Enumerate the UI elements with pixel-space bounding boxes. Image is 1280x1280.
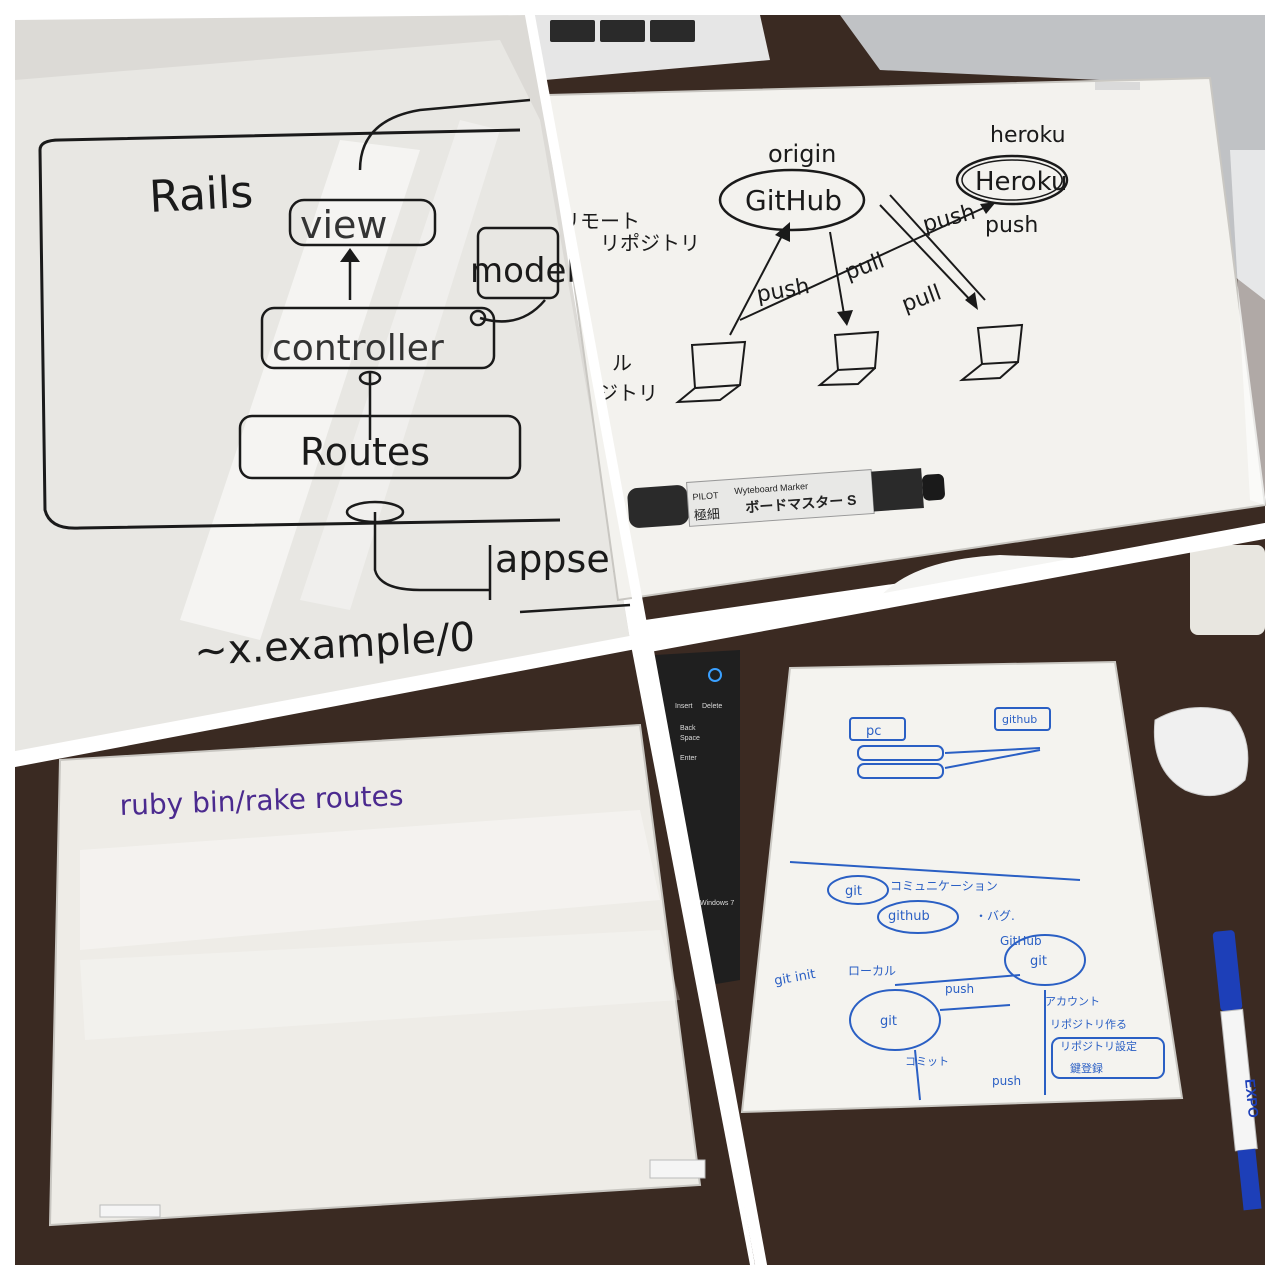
list-item-create-repo: リポジトリ作る — [1050, 1018, 1127, 1031]
view-box — [288, 198, 437, 247]
commit-label: コミット — [905, 1055, 949, 1068]
bug-label: ・バグ. — [975, 909, 1015, 923]
key-enter: Enter — [680, 755, 697, 762]
rails-title: Rails — [148, 167, 254, 223]
heroku-ellipse — [955, 154, 1069, 206]
expo-marker: EXPO — [1212, 930, 1262, 1211]
expo-label: EXPO — [1242, 1078, 1262, 1118]
local-label-2: ジトリ — [598, 381, 658, 405]
laptop-sketch-icon — [675, 340, 747, 404]
git-comm-label: git — [845, 884, 862, 899]
origin-label: origin — [768, 140, 836, 168]
key-delete: Delete — [702, 703, 722, 710]
view-label: view — [300, 203, 388, 247]
list-item-account: アカウント — [1045, 995, 1100, 1008]
local-label: ローカル — [848, 964, 896, 978]
push-label-3: push — [985, 213, 1038, 238]
push-label-a: push — [945, 982, 974, 996]
marker-brand-jp: ボードマスター S — [745, 492, 857, 516]
panel-rake-routes: ruby bin/rake routes — [15, 640, 750, 1265]
panel-rails-diagram: Rails view model controller Routes appse… — [15, 15, 631, 760]
panel-blue-diagram: Insert Delete Back Space Enter Windows 7 — [645, 530, 1265, 1265]
laptop-sketch-icon — [817, 330, 880, 387]
comm-text: コミュニケーション — [890, 879, 998, 893]
github-ellipse — [718, 168, 866, 232]
git-circle-label-2: git — [1030, 954, 1047, 969]
laptop-sketch-icon — [958, 323, 1024, 382]
marker-maker: PILOT — [692, 490, 719, 502]
controller-label: controller — [272, 328, 444, 369]
controller-box — [260, 306, 496, 370]
marker-pen: Wyteboard Marker ボードマスター S 極細 PILOT — [627, 468, 945, 528]
key-back: Back — [680, 725, 696, 732]
pc-label: pc — [866, 724, 881, 739]
git-circle-label-1: git — [880, 1014, 897, 1029]
model-box — [476, 226, 560, 300]
routes-box — [238, 414, 522, 480]
heroku-small-label: heroku — [990, 123, 1066, 148]
github-mid-label: github — [888, 909, 930, 924]
list-item-key: 鍵登録 — [1070, 1061, 1103, 1075]
git-init-label: git init — [773, 967, 817, 989]
key-space: Space — [680, 735, 700, 742]
panel-git-diagram: リモート リポジトリ ル ジトリ origin GitHub heroku He… — [528, 15, 1267, 645]
heroku-label: Heroku — [975, 167, 1067, 197]
local-label-1: ル — [612, 351, 632, 375]
windows-badge: Windows 7 — [700, 900, 734, 907]
key-insert: Insert — [675, 703, 693, 710]
list-item-repo-settings: リポジトリ設定 — [1060, 1039, 1137, 1053]
github-small-label: github — [1002, 713, 1037, 726]
remote-label-2: リポジトリ — [600, 231, 700, 255]
marker-tip-label: 極細 — [693, 506, 720, 523]
model-label: model — [470, 251, 576, 291]
github-right-label: GitHub — [1000, 934, 1042, 948]
github-label: GitHub — [745, 184, 842, 217]
push-label-b: push — [992, 1074, 1021, 1088]
routes-label: Routes — [300, 430, 430, 474]
appserver-label: appser — [495, 537, 626, 581]
